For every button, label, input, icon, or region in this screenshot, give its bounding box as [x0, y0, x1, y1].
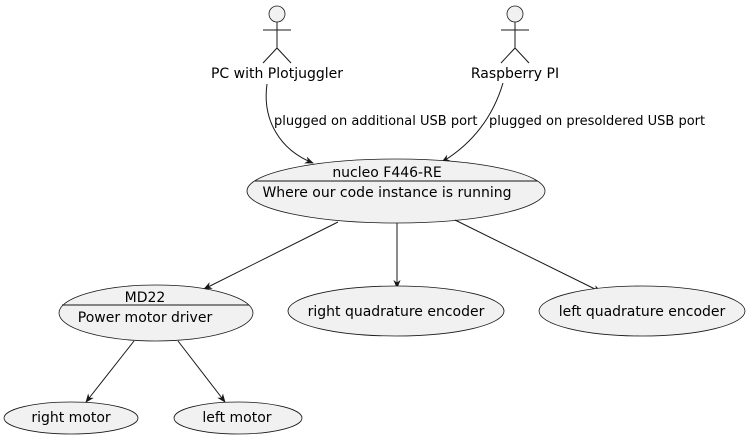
- usecase-md22: MD22 Power motor driver: [58, 284, 254, 342]
- actor-pc-label: PC with Plotjuggler: [211, 66, 343, 82]
- edge-raspberry-to-nucleo: [441, 82, 504, 163]
- usecase-md22-ellipse: [58, 284, 254, 342]
- usecase-nucleo-ellipse: [246, 158, 546, 224]
- actor-head-icon: [506, 5, 524, 23]
- actor-raspberry-label: Raspberry PI: [471, 66, 559, 82]
- usecase-md22-subtitle: Power motor driver: [78, 310, 213, 326]
- usecase-nucleo-subtitle: Where our code instance is running: [262, 185, 511, 201]
- edge-nucleo-to-left-encoder: [454, 219, 602, 293]
- actor-pc: PC with Plotjuggler: [211, 5, 343, 82]
- actor-right-leg: [514, 47, 530, 64]
- usecase-nucleo-title: nucleo F446-RE: [332, 165, 441, 181]
- edge-pc-label: plugged on additional USB port: [274, 114, 477, 129]
- usecase-right-motor-ellipse: [3, 401, 139, 435]
- usecase-left-motor-label: left motor: [202, 410, 271, 426]
- usecase-left-encoder-ellipse: [538, 285, 746, 337]
- usecase-nucleo: nucleo F446-RE Where our code instance i…: [246, 158, 546, 224]
- usecase-left-encoder: left quadrature encoder: [538, 285, 746, 337]
- actor-right-leg: [276, 47, 292, 64]
- edge-md22-to-left-motor: [177, 340, 226, 403]
- actor-left-leg: [262, 47, 278, 64]
- usecase-left-motor-ellipse: [173, 401, 303, 435]
- edge-nucleo-to-md22: [203, 221, 339, 290]
- usecase-md22-title: MD22: [125, 290, 166, 306]
- usecase-right-motor: right motor: [3, 401, 139, 435]
- usecase-left-motor: left motor: [173, 401, 303, 435]
- usecase-left-encoder-label: left quadrature encoder: [559, 304, 726, 320]
- actor-raspberry: Raspberry PI: [471, 5, 559, 82]
- edge-md22-to-right-motor: [85, 340, 135, 403]
- usecase-right-encoder-ellipse: [287, 285, 505, 337]
- actor-head-icon: [268, 5, 286, 23]
- edge-raspberry-label: plugged on presoldered USB port: [489, 114, 705, 129]
- usecase-right-motor-label: right motor: [31, 410, 111, 426]
- edge-pc-to-nucleo: [265, 83, 314, 164]
- actor-left-leg: [500, 47, 516, 64]
- usecase-right-encoder: right quadrature encoder: [287, 285, 505, 337]
- usecase-right-encoder-label: right quadrature encoder: [308, 304, 485, 320]
